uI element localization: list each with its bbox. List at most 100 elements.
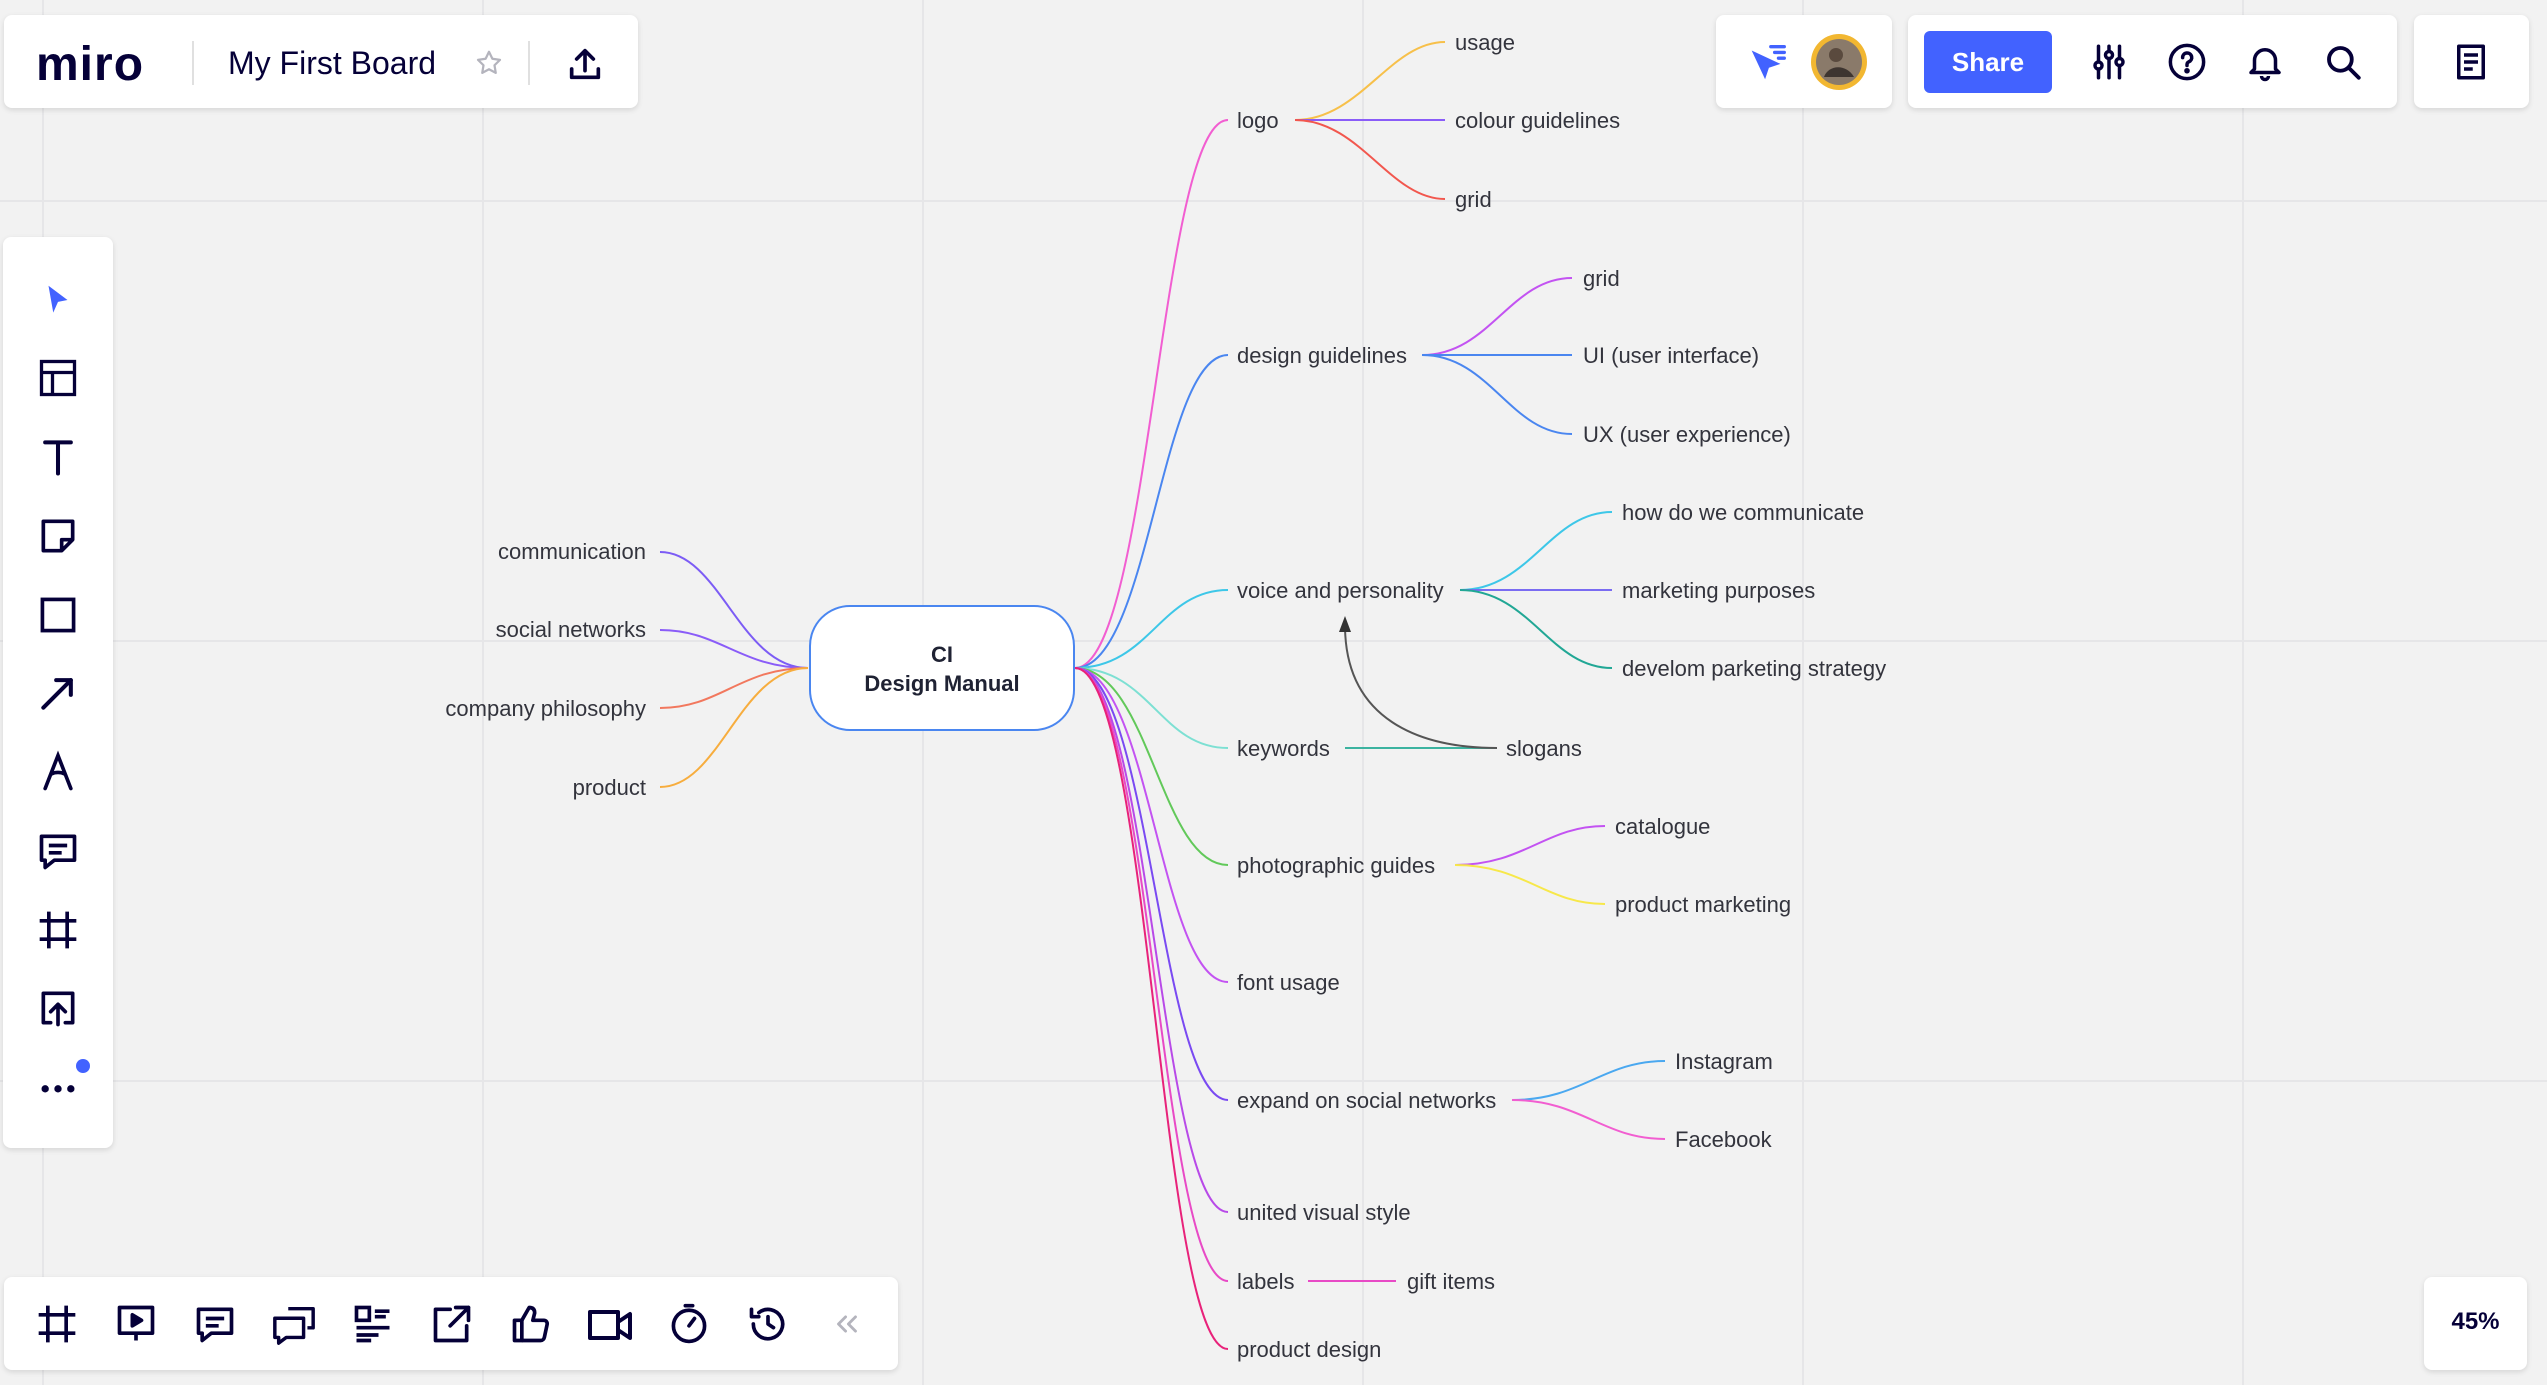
select-tool[interactable] [18,266,98,334]
timer-icon[interactable] [656,1291,722,1357]
divider [192,41,194,85]
branch-line-photographic [1074,667,1229,866]
branch-line-ux [1421,354,1573,435]
notification-dot [76,1059,90,1073]
node-united-visual-style[interactable]: united visual style [1237,1200,1411,1225]
node-product-design[interactable]: product design [1237,1337,1381,1362]
left-toolbar [3,237,113,1148]
node-catalogue[interactable]: catalogue [1615,814,1710,839]
sticky-note-tool[interactable] [18,502,98,570]
actions-panel: Share [1908,15,2397,108]
collaborators-panel [1716,15,1892,108]
node-logo-grid[interactable]: grid [1455,187,1492,212]
frames-icon[interactable] [24,1291,90,1357]
star-icon[interactable] [467,41,511,85]
node-logo[interactable]: logo [1237,108,1279,133]
branch-line-font-usage [1074,667,1229,983]
branch-line-social-networks [659,629,809,669]
help-icon[interactable] [2160,35,2214,89]
cursor-filter-icon[interactable] [1740,35,1794,89]
more-tools[interactable] [18,1053,98,1121]
central-node[interactable] [809,605,1075,731]
branch-line-facebook [1511,1099,1666,1140]
node-marketing-purposes[interactable]: marketing purposes [1622,578,1815,603]
comments-icon[interactable] [182,1291,248,1357]
node-communication[interactable]: communication [498,539,646,564]
chat-icon[interactable] [261,1291,327,1357]
node-product[interactable]: product [573,775,646,800]
branch-line-design-guidelines [1074,354,1229,669]
node-expand-social-networks[interactable]: expand on social networks [1237,1088,1496,1113]
node-colour-guidelines[interactable]: colour guidelines [1455,108,1620,133]
node-company-philosophy[interactable]: company philosophy [445,696,646,721]
cards-icon[interactable] [340,1291,406,1357]
node-labels[interactable]: labels [1237,1269,1294,1294]
node-facebook[interactable]: Facebook [1675,1127,1773,1152]
branch-line-united [1074,667,1229,1213]
node-product-marketing[interactable]: product marketing [1615,892,1791,917]
connector-slogans-voice [1344,624,1498,749]
arrow-tool[interactable] [18,659,98,727]
branch-line-communication [659,551,809,669]
node-usage[interactable]: usage [1455,30,1515,55]
node-parketing-strategy[interactable]: develom parketing strategy [1622,656,1886,681]
collapse-icon[interactable] [814,1291,880,1357]
miro-logo[interactable]: miro [36,38,145,91]
branch-line-logo-grid [1294,119,1446,200]
text-tool[interactable] [18,423,98,491]
branch-line-keywords [1074,667,1229,749]
export-icon[interactable] [560,39,610,89]
upload-tool[interactable] [18,974,98,1042]
node-instagram[interactable]: Instagram [1675,1049,1773,1074]
branch-line-labels [1074,667,1229,1282]
activity-icon[interactable] [735,1291,801,1357]
node-social-networks[interactable]: social networks [496,617,646,642]
node-gift-items[interactable]: gift items [1407,1269,1495,1294]
voting-icon[interactable] [498,1291,564,1357]
branch-line-voice [1074,589,1229,669]
node-how-do-we-communicate[interactable]: how do we communicate [1622,500,1864,525]
notes-panel [2414,15,2529,108]
zoom-panel[interactable]: 45% [2424,1277,2527,1370]
branch-line-catalogue [1454,825,1606,866]
branch-line-product-design [1074,667,1229,1350]
node-ui[interactable]: UI (user interface) [1583,343,1759,368]
branch-line-logo [1074,119,1229,669]
zoom-level[interactable]: 45% [2451,1308,2500,1335]
video-icon[interactable] [577,1291,643,1357]
bottom-toolbar [4,1277,898,1370]
node-dg-grid[interactable]: grid [1583,266,1620,291]
branch-line-usage [1294,41,1446,121]
node-ux[interactable]: UX (user experience) [1583,422,1791,447]
node-photographic-guides[interactable]: photographic guides [1237,853,1435,878]
comment-tool[interactable] [18,817,98,885]
settings-sliders-icon[interactable] [2082,35,2136,89]
node-slogans[interactable]: slogans [1506,736,1582,761]
node-design-guidelines[interactable]: design guidelines [1237,343,1407,368]
templates-tool[interactable] [18,344,98,412]
avatar[interactable] [1810,33,1868,91]
share-button[interactable]: Share [1924,31,2052,93]
branch-line-instagram [1511,1060,1666,1101]
pen-tool[interactable] [18,738,98,806]
frame-tool[interactable] [18,896,98,964]
branch-line-product-marketing [1454,864,1606,905]
presentation-icon[interactable] [103,1291,169,1357]
share-screen-icon[interactable] [419,1291,485,1357]
board-title-panel: miro My First Board [4,15,638,108]
board-title[interactable]: My First Board [228,45,437,81]
divider [528,41,530,85]
node-voice-and-personality[interactable]: voice and personality [1237,578,1444,603]
node-font-usage[interactable]: font usage [1237,970,1340,995]
notes-icon[interactable] [2444,35,2498,89]
search-icon[interactable] [2316,35,2370,89]
central-node-line2: Design Manual [864,671,1019,696]
node-keywords[interactable]: keywords [1237,736,1330,761]
shape-tool[interactable] [18,581,98,649]
branch-line-strategy [1459,589,1613,669]
branch-line-dg-grid [1421,277,1573,356]
bell-icon[interactable] [2238,35,2292,89]
branch-line-company-philosophy [659,667,809,709]
